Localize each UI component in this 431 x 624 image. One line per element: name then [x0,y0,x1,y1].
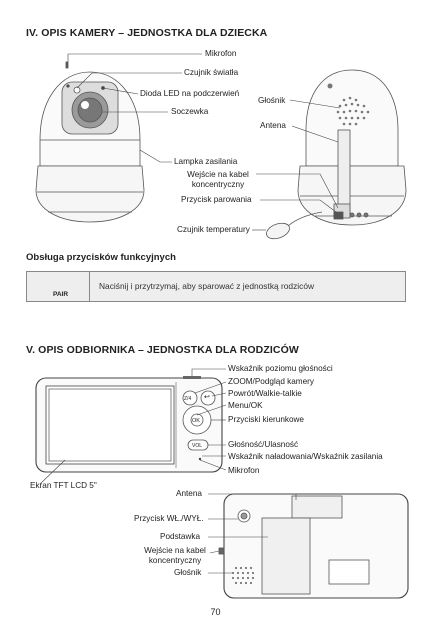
label-direction: Przyciski kierunkowe [228,415,304,424]
label-pair-button: Przycisk parowania [181,195,252,204]
label-stand: Podstawka [160,532,201,541]
label-light-sensor: Czujnik światła [184,68,239,77]
label-antenna: Antena [260,121,286,130]
label-charge-power: Wskaźnik naładowania/Wskaźnik zasilania [228,452,383,461]
label-volume-indicator: Wskaźnik poziomu głośności [228,364,333,373]
label-back-talk: Powrót/Walkie-talkie [228,389,302,398]
ok-button-glyph: OK [192,418,200,424]
label-temp-sensor: Czujnik temperatury [177,225,250,234]
label-power-lamp: Lampka zasilania [174,157,238,166]
zoom-button-glyph: Z/4 [184,396,192,402]
receiver-front-illustration [35,376,223,473]
label-menu-ok: Menu/OK [228,401,263,410]
label-volume-mute: Głośność/Ulasność [228,440,299,449]
camera-back-illustration [266,69,407,240]
camera-section-title: IV. OPIS KAMERY – JEDNOSTKA DLA DZIECKA [26,27,268,39]
receiver-back-illustration [218,493,409,599]
controls-table: PAIR Naciśnij i przytrzymaj, aby sparowa… [26,271,406,302]
label-screen: Ekran TFT LCD 5" [30,481,97,490]
label-speaker-receiver: Głośnik [174,568,202,577]
label-coax-input: Wejście na kabel koncentryczny [187,170,249,189]
page-number: 70 [210,607,221,617]
camera-front-illustration [35,61,145,223]
label-power-button: Przycisk WŁ./WYŁ. [134,514,204,523]
receiver-section-title: V. OPIS ODBIORNIKA – JEDNOSTKA DLA RODZI… [26,344,299,356]
controls-title: Obsługa przycisków funkcyjnych [26,252,176,263]
pair-icon-label: PAIR [53,291,69,298]
label-speaker: Głośnik [258,96,286,105]
back-button-glyph: ↩ [204,394,210,401]
label-coax-input-receiver: Wejście na kabel koncentryczny [144,546,206,565]
label-microphone-receiver: Mikrofon [228,466,260,475]
pair-icon-cell: PAIR [27,272,90,301]
label-antenna-receiver: Antena [176,489,202,498]
pair-description: Naciśnij i przytrzymaj, aby sparować z j… [99,281,315,291]
label-lens: Soczewka [171,107,209,116]
vol-button-glyph: VOL [192,443,203,449]
label-zoom: ZOOM/Podgląd kamery [228,377,314,386]
label-microphone: Mikrofon [205,49,237,58]
label-led-night: Dioda LED na podczerwień [140,89,240,98]
